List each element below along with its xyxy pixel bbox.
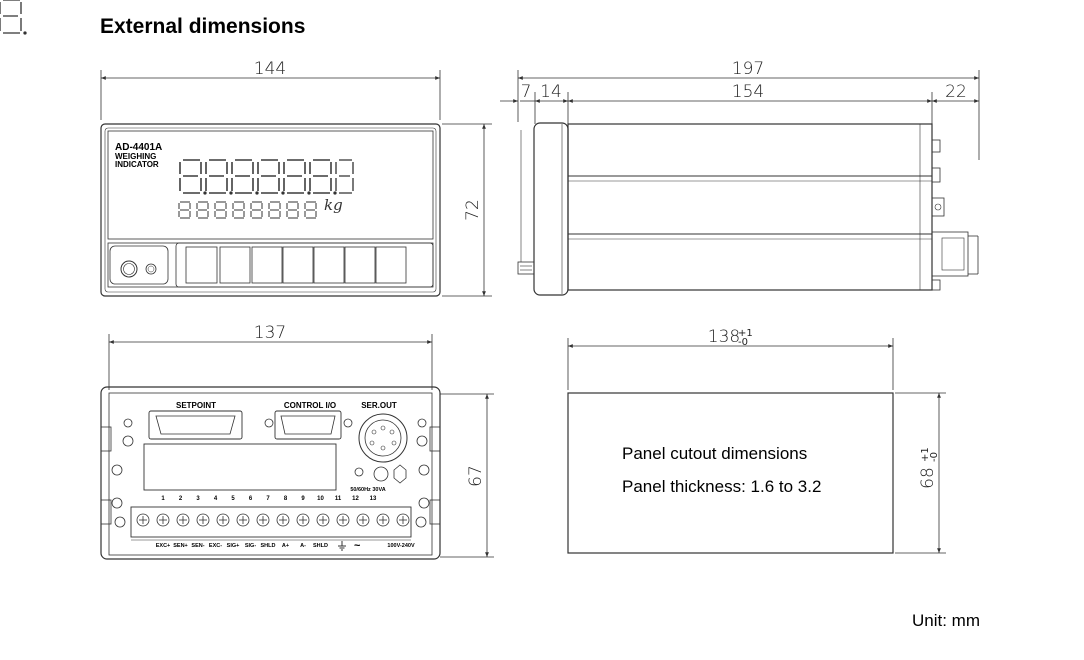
terminal-block [130,506,412,538]
terminal-number: 13 [370,496,377,502]
sub-display-digits [178,201,317,219]
terminal-label: EXC+ [156,543,171,549]
terminal-number: 11 [335,496,342,502]
side-front-depth-value: 7 [521,82,532,102]
front-label-line3: INDICATOR [115,160,159,169]
panel-cutout [567,392,894,554]
side-flange-value: 14 [540,82,562,102]
cutout-width-tol-minus: -0 [738,337,748,348]
cutout-view [567,338,946,554]
terminal-label: SHLD [261,543,276,549]
control-io-label: CONTROL I/O [284,401,336,410]
front-view [0,0,492,297]
ground-icon [338,541,346,551]
side-rear-value: 22 [945,82,967,102]
terminal-label: A- [300,543,306,549]
ser-out-label: SER.OUT [361,401,397,410]
terminal-number: 10 [317,496,324,502]
setpoint-connector [148,410,243,440]
side-bezel [533,122,569,296]
cutout-note-thickness: Panel thickness: 1.6 to 3.2 [622,477,821,496]
setpoint-label: SETPOINT [176,401,216,410]
terminal-labels: EXC+SEN+SEN- EXC- SIG+ SIG- SHLD A+ A- SHLD [156,543,328,549]
cutout-note-dimensions: Panel cutout dimensions [622,444,807,463]
rear-label-plate [143,443,337,491]
terminal-label: EXC- [209,543,222,549]
terminal-label: SIG+ [227,543,240,549]
terminal-number: 1 [161,496,165,502]
front-height-value: 72 [463,199,483,221]
terminal-number: 8 [284,496,288,502]
terminal-number: 7 [266,496,270,502]
cutout-height-tol-minus: -0 [929,452,940,462]
terminal-screws [136,513,410,527]
terminal-label: SHLD [313,543,328,549]
button-area [107,242,434,288]
front-bezel [100,123,441,297]
terminal-number: 6 [249,496,253,502]
side-body-value: 154 [732,82,764,102]
cutout-width-value: 138 [708,327,740,347]
side-view [500,70,980,296]
kg-unit-label: kg [324,196,343,214]
side-body [567,123,933,291]
rear-screws [111,418,430,528]
side-total-value: 197 [732,59,764,79]
rear-width-value: 137 [254,323,286,343]
rear-panel [100,386,441,560]
voltage-label: 100V-240V [387,543,415,549]
terminal-label: SEN+ [173,543,188,549]
power-rating-label: 50/60Hz 30VA [350,487,385,493]
terminal-label: A+ [282,543,289,549]
terminal-number: 3 [196,496,200,502]
page-title: External dimensions [100,15,306,38]
terminal-number: 12 [352,496,359,502]
ac-symbol: ~ [354,540,361,552]
front-keys [185,246,407,284]
control-io-connector [274,410,342,440]
rear-height-value: 67 [466,465,486,487]
terminal-number: 5 [231,496,235,502]
terminal-label: SIG- [245,543,256,549]
main-display-digits [0,0,337,195]
front-knob [120,260,138,278]
terminal-number: 9 [301,496,305,502]
terminal-number: 4 [214,496,218,502]
cutout-height-tol-plus: +1 [920,447,931,462]
terminal-label: SEN- [191,543,204,549]
front-width-value: 144 [254,59,286,79]
front-label-line2: WEIGHING [115,152,156,161]
cutout-width-tol-plus: +1 [738,328,753,339]
cutout-height-value: 68 [918,467,938,489]
unit-label: Unit: mm [912,611,980,630]
ser-out-connector [358,413,408,463]
rear-view [100,334,494,560]
display-window [107,130,434,240]
terminal-number: 2 [179,496,183,502]
front-model-label: AD-4401A [115,142,162,153]
